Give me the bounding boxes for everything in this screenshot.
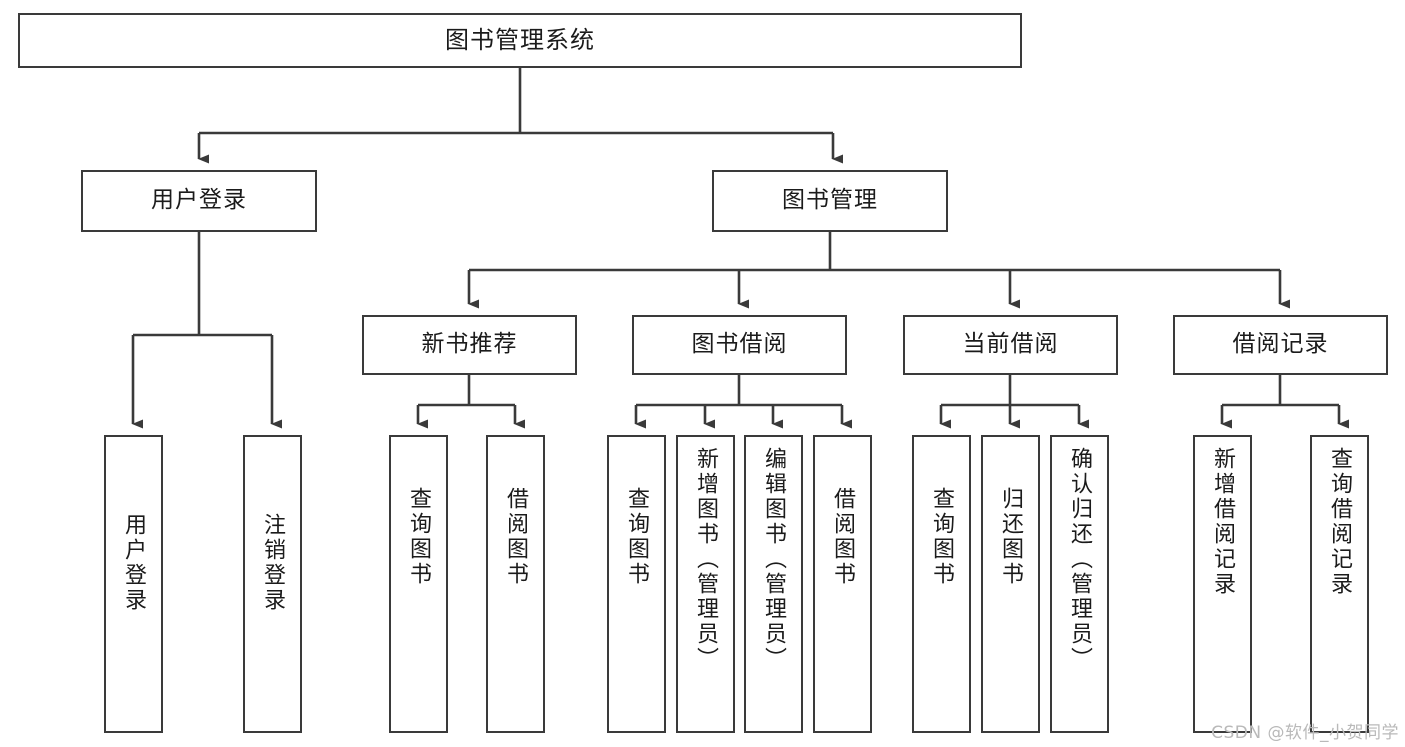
leaf-current-confirm-return[interactable]: 确认归还（管理员） <box>1050 435 1109 733</box>
leaf-label: 用户登录 <box>121 513 147 613</box>
leaf-current-query-book[interactable]: 查询图书 <box>912 435 971 733</box>
leaf-label: 确认归还（管理员） <box>1067 447 1093 672</box>
node-root-label: 图书管理系统 <box>445 26 595 55</box>
leaf-label: 编辑图书（管理员） <box>761 447 787 672</box>
leaf-label: 借阅图书 <box>503 487 529 587</box>
leaf-label: 借阅图书 <box>830 487 856 587</box>
leaf-label: 查询图书 <box>624 487 650 587</box>
leaf-record-query[interactable]: 查询借阅记录 <box>1310 435 1369 733</box>
node-current-borrow-label: 当前借阅 <box>962 331 1059 358</box>
leaf-user-login-login[interactable]: 用户登录 <box>104 435 163 733</box>
leaf-label: 查询图书 <box>929 487 955 587</box>
node-current-borrow[interactable]: 当前借阅 <box>903 315 1118 375</box>
leaf-borrow-add-book[interactable]: 新增图书（管理员） <box>676 435 735 733</box>
leaf-borrow-edit-book[interactable]: 编辑图书（管理员） <box>744 435 803 733</box>
leaf-new-book-query[interactable]: 查询图书 <box>389 435 448 733</box>
leaf-user-login-logout[interactable]: 注销登录 <box>243 435 302 733</box>
node-new-book-recommend[interactable]: 新书推荐 <box>362 315 577 375</box>
leaf-label: 新增图书（管理员） <box>693 447 719 672</box>
node-book-borrow[interactable]: 图书借阅 <box>632 315 847 375</box>
leaf-label: 归还图书 <box>998 487 1024 587</box>
node-book-management[interactable]: 图书管理 <box>712 170 948 232</box>
leaf-label: 查询借阅记录 <box>1327 447 1353 597</box>
leaf-current-return-book[interactable]: 归还图书 <box>981 435 1040 733</box>
watermark: CSDN @软件_小贺同学 <box>1211 723 1399 743</box>
node-new-book-recommend-label: 新书推荐 <box>421 331 518 358</box>
leaf-label: 注销登录 <box>260 513 286 613</box>
node-root[interactable]: 图书管理系统 <box>18 13 1022 68</box>
node-borrow-record[interactable]: 借阅记录 <box>1173 315 1388 375</box>
leaf-borrow-query-book[interactable]: 查询图书 <box>607 435 666 733</box>
leaf-new-book-borrow[interactable]: 借阅图书 <box>486 435 545 733</box>
node-book-borrow-label: 图书借阅 <box>691 331 788 358</box>
leaf-record-add[interactable]: 新增借阅记录 <box>1193 435 1252 733</box>
node-borrow-record-label: 借阅记录 <box>1232 331 1329 358</box>
node-user-login-label: 用户登录 <box>151 187 247 214</box>
node-user-login[interactable]: 用户登录 <box>81 170 317 232</box>
leaf-label: 新增借阅记录 <box>1210 447 1236 597</box>
leaf-borrow-borrow-book[interactable]: 借阅图书 <box>813 435 872 733</box>
leaf-label: 查询图书 <box>406 487 432 587</box>
node-book-management-label: 图书管理 <box>782 187 878 214</box>
